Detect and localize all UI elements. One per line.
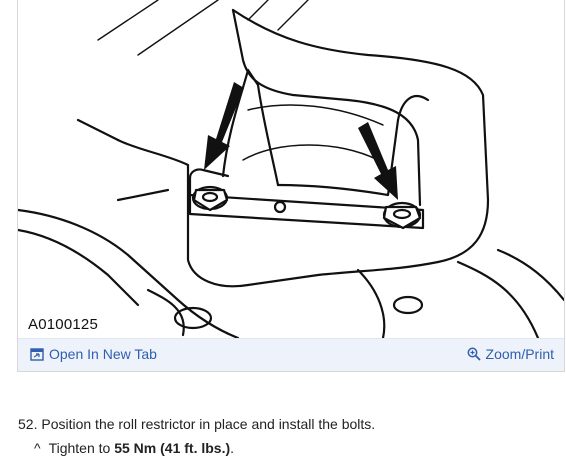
figure-toolbar: Open In New Tab Zoom/Print bbox=[18, 338, 564, 371]
substep-suffix: . bbox=[230, 440, 235, 456]
figure-id: A0100125 bbox=[28, 316, 99, 333]
roll-restrictor-illustration bbox=[18, 0, 564, 338]
zoom-print-label: Zoom/Print bbox=[485, 346, 554, 362]
torque-value: 55 Nm (41 ft. lbs.) bbox=[114, 440, 231, 456]
torque-substep: ^ Tighten to 55 Nm (41 ft. lbs.). bbox=[34, 440, 234, 456]
bullet-caret: ^ bbox=[34, 440, 41, 456]
step-instruction: 52. Position the roll restrictor in plac… bbox=[18, 416, 376, 432]
zoom-print-button[interactable]: Zoom/Print bbox=[467, 346, 554, 362]
open-in-new-tab-label: Open In New Tab bbox=[49, 346, 157, 362]
open-tab-icon bbox=[30, 347, 44, 361]
substep-prefix: Tighten to bbox=[48, 440, 111, 456]
zoom-icon bbox=[467, 347, 481, 361]
open-in-new-tab-button[interactable]: Open In New Tab bbox=[30, 346, 157, 362]
figure-container: A0100125 Open In New Tab Zoom/Print bbox=[17, 0, 565, 372]
